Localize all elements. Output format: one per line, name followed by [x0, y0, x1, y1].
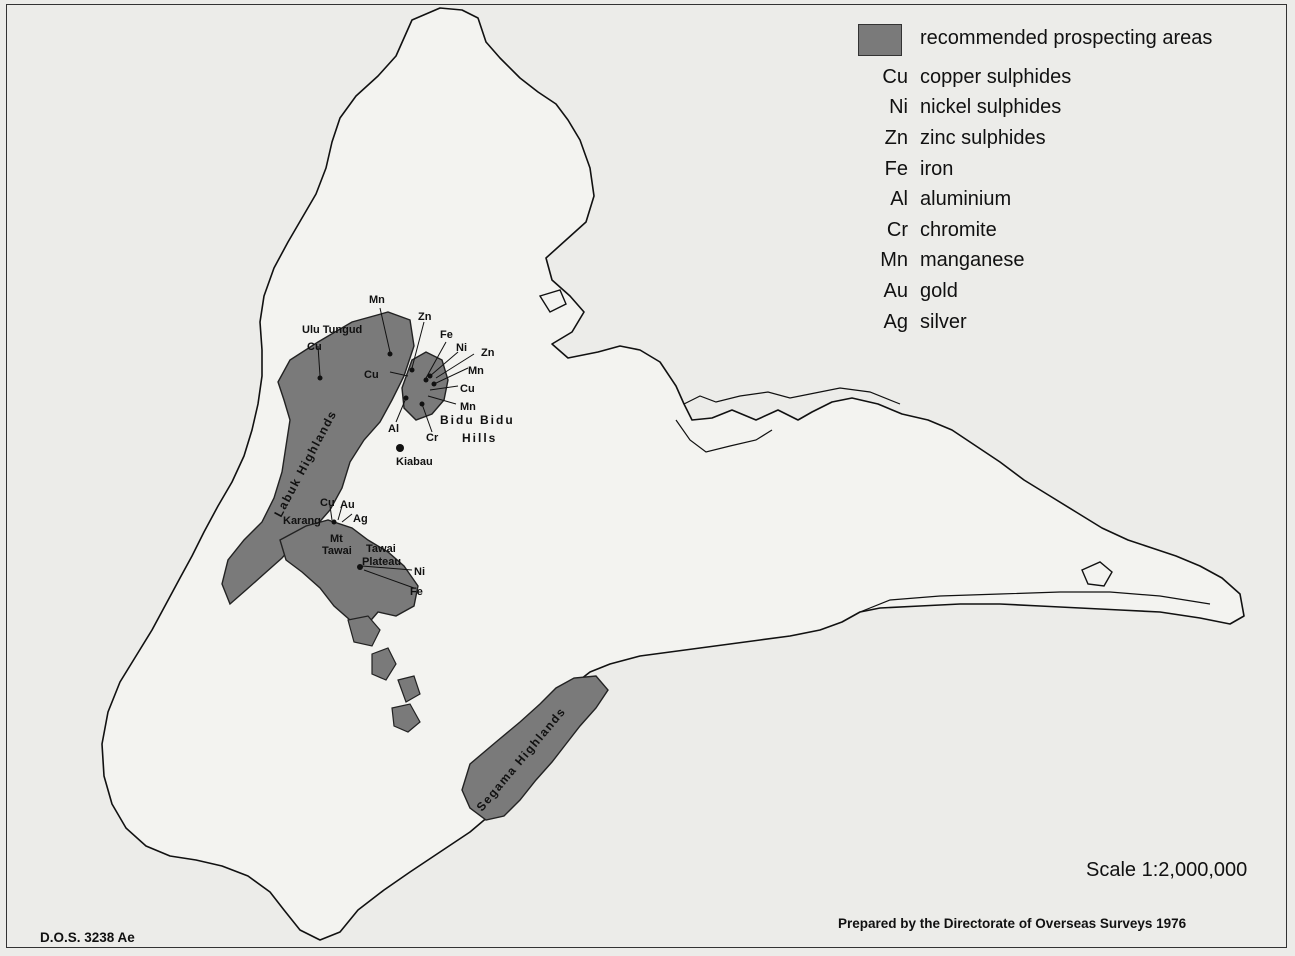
label-hills: Hills: [462, 431, 497, 445]
prospecting-area-labuk: [221, 311, 415, 606]
legend-area-label: recommended prospecting areas: [920, 27, 1213, 49]
legend-label: gold: [920, 280, 958, 302]
legend-label: nickel sulphides: [920, 96, 1062, 118]
mineral-label-al: Al: [388, 423, 399, 435]
map-frame: [6, 4, 1287, 948]
point-markers: [317, 351, 437, 570]
mineral-label-ni-tawai: Ni: [414, 566, 425, 578]
mineral-label-ni-bidu: Ni: [456, 342, 467, 354]
mineral-label-au-karang: Au: [340, 499, 355, 511]
mineral-label-ag-karang: Ag: [353, 513, 368, 525]
legend-symbol: Al: [890, 188, 908, 210]
legend-label: zinc sulphides: [920, 127, 1046, 149]
legend-symbol: Cu: [882, 66, 908, 88]
legend-label: chromite: [920, 219, 997, 241]
prospecting-area-segama: [461, 675, 609, 821]
coastline: [101, 7, 1245, 941]
legend-symbol: Ag: [883, 311, 908, 333]
label-karang: Karang: [283, 515, 321, 527]
bay-line: [675, 419, 773, 453]
legend-symbol: Mn: [880, 249, 908, 271]
mineral-label-cu-west: Cu: [364, 369, 379, 381]
map-scale: Scale 1:2,000,000: [1086, 859, 1248, 881]
inlet-line: [859, 591, 1211, 613]
legend-label: manganese: [920, 249, 1025, 271]
label-tawai-plateau-1: Tawai: [366, 543, 396, 555]
mineral-label-zn-bidu: Zn: [481, 347, 495, 359]
mineral-label-fe-bidu: Fe: [440, 329, 453, 341]
label-mt: Mt: [330, 533, 343, 545]
mineral-label-cu-bidu: Cu: [460, 383, 475, 395]
legend-symbol: Ni: [889, 96, 908, 118]
peninsula-line: [683, 387, 901, 405]
map-credit: Prepared by the Directorate of Overseas …: [838, 916, 1187, 931]
mineral-label-mn-bidu2: Mn: [460, 401, 476, 413]
mineral-label-cu-karang: Cu: [320, 497, 335, 509]
legend-symbol: Zn: [884, 127, 908, 149]
prospecting-area-island-4: [391, 703, 421, 733]
legend-symbol: Fe: [884, 158, 908, 180]
legend-area-swatch: [858, 24, 902, 56]
legend-label: silver: [920, 311, 967, 333]
label-ulu-tungud: Ulu Tungud: [302, 324, 362, 336]
legend-label: iron: [920, 158, 954, 180]
prospecting-area-karang: [279, 519, 419, 627]
mineral-label-fe-tawai: Fe: [410, 586, 423, 598]
prospecting-area-island-1: [347, 615, 381, 647]
island-east: [1081, 561, 1113, 587]
label-tawai: Tawai: [322, 545, 352, 557]
mineral-label-zn-top: Zn: [418, 311, 432, 323]
prospecting-area-island-2: [371, 647, 397, 681]
label-tawai-plateau-2: Plateau: [362, 556, 401, 568]
legend-symbol: Au: [883, 280, 908, 302]
mineral-label-mn-bidu: Mn: [468, 365, 484, 377]
legend-symbol: Cr: [886, 219, 908, 241]
legend-label: aluminium: [920, 188, 1012, 210]
label-kiabau: Kiabau: [396, 456, 433, 468]
mineral-label-cu-ulu: Cu: [307, 341, 322, 353]
map-id: D.O.S. 3238 Ae: [40, 930, 135, 945]
island-north: [538, 289, 567, 313]
prospecting-area-island-3: [397, 675, 421, 703]
label-bidu-bidu: Bidu Bidu: [440, 413, 515, 427]
leader-lines: [317, 307, 475, 589]
legend-label: copper sulphides: [920, 66, 1072, 88]
mineral-label-cr: Cr: [426, 432, 439, 444]
mineral-label-mn-top: Mn: [369, 294, 385, 306]
